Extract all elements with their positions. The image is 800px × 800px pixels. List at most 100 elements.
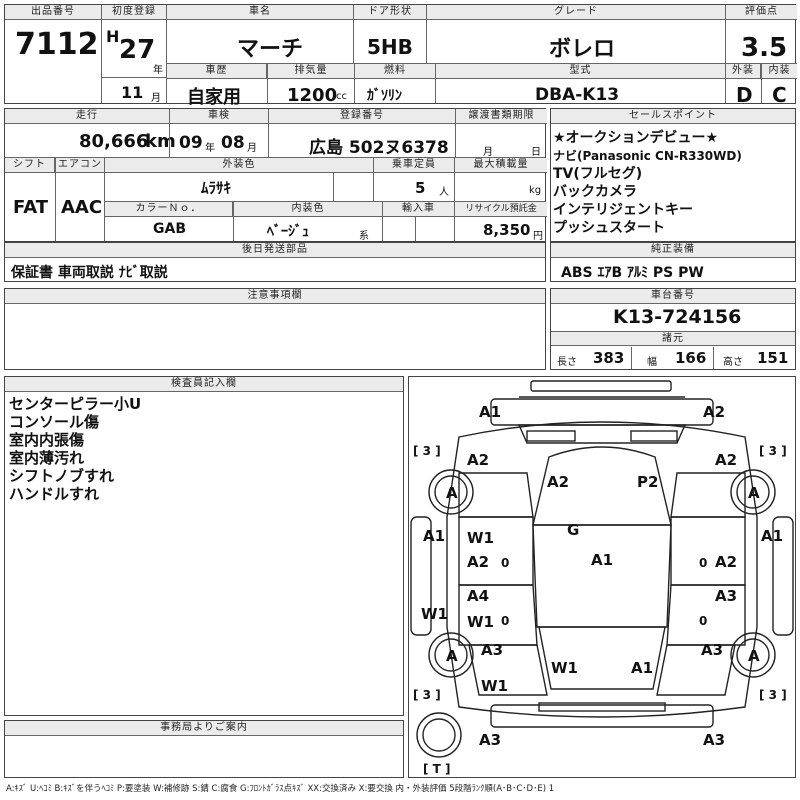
mark-a1-b: A1 (631, 659, 653, 677)
door-handle-l2: 0 (501, 614, 509, 628)
score: 3.5 (741, 33, 788, 63)
vehicle-info-section: 走行 80,666 km 車検 09 年 08 月 登録番号 広島 502ヌ63… (4, 108, 547, 242)
first-reg-month: 11 (121, 83, 144, 102)
month-unit: 月 (151, 93, 161, 104)
year-unit: 年 (153, 65, 163, 76)
era: H (106, 27, 120, 46)
capacity-unit: 人 (439, 187, 449, 198)
first-reg-label: 初度登録 (102, 5, 166, 20)
mark-a2-c: A2 (547, 473, 569, 491)
tire-rr-grade: A (748, 647, 760, 665)
reg-no-label: 登録番号 (269, 109, 455, 124)
model: DBA-K13 (535, 85, 620, 105)
door-label: ドア形状 (354, 5, 426, 20)
color-no: GAB (153, 221, 186, 237)
list-item: 室内内張傷 (9, 431, 85, 449)
car-diagram-section: A1 A2 A2 A2 A2 P2 G A1 W1 A2 A2 A1 A1 A4… (408, 376, 796, 778)
color-no-label: カラーＮｏ． (105, 202, 233, 217)
interior-label: 内装 (762, 64, 797, 79)
mark-w1-l: W1 (467, 529, 494, 547)
recycle-fee: 8,350 (483, 221, 531, 239)
length: 383 (593, 349, 625, 367)
equipment-section: 純正装備 ABS ｴｱB ｱﾙﾐ PS PW (550, 242, 796, 282)
door-handle-r2: 0 (699, 614, 707, 628)
parts-value: 保証書 車両取説 ﾅﾋﾞ取説 (11, 265, 168, 281)
history-label: 車歴 (167, 64, 267, 79)
spec-label: 諸元 (551, 331, 795, 346)
door-handle-l: 0 (501, 556, 509, 570)
door-handle-r: 0 (699, 556, 707, 570)
interior-grade: C (772, 83, 787, 107)
office-label: 事務局よりご案内 (5, 721, 403, 736)
chassis-number: K13-724156 (613, 306, 742, 328)
mark-a2-rd: A2 (715, 553, 737, 571)
mark-a3-r: A3 (715, 587, 737, 605)
max-load-unit: kg (529, 185, 542, 196)
mark-a3-l: A3 (481, 641, 503, 659)
ext-color: ﾑﾗｻｷ (201, 179, 232, 197)
insp-month: 08 (221, 133, 245, 153)
inspector-section: 検査員記入欄 センターピラー小U コンソール傷 室内内張傷 室内薄汚れ シフトノ… (4, 376, 404, 716)
mark-a2-tr: A2 (703, 403, 725, 421)
height: 151 (757, 349, 789, 367)
transfer-month: 月 (483, 147, 493, 158)
ext-color-label: 外装色 (105, 158, 373, 173)
transfer-day: 日 (531, 147, 541, 158)
inspection-label: 車検 (170, 109, 268, 124)
mark-w1-l2: W1 (467, 613, 494, 631)
displacement-label: 排気量 (268, 64, 354, 79)
grade: ボレロ (549, 37, 616, 62)
air-conditioner: AAC (61, 197, 103, 218)
fuel-label: 燃料 (355, 64, 435, 79)
parts-section: 後日発送部品 保証書 車両取説 ﾅﾋﾞ取説 (4, 242, 546, 282)
height-label: 高さ (723, 357, 743, 368)
mileage-unit: km (145, 131, 176, 152)
tire-fr-grade: A (748, 484, 760, 502)
mark-a3-bl: A3 (479, 731, 501, 749)
mileage: 80,666 (79, 131, 149, 152)
sales-points-list: ★オークションデビュー★ ナビ(Panasonic CN-R330WD) TV(… (553, 129, 742, 237)
lot-no: 7112 (15, 27, 99, 62)
mark-a2-l: A2 (467, 451, 489, 469)
fuel: ｶﾞｿﾘﾝ (367, 88, 402, 104)
model-label: 型式 (436, 64, 725, 79)
list-item: TV(フルセグ) (553, 166, 643, 182)
max-load-label: 最大積載量 (455, 158, 547, 173)
list-item: バックカメラ (553, 184, 637, 200)
tread-spare: [ T ] (423, 762, 451, 776)
transfer-label: 譲渡書類期限 (456, 109, 547, 124)
car-name: マーチ (237, 37, 304, 62)
ac-label: エアコン (56, 158, 104, 173)
sales-points-section: セールスポイント ★オークションデビュー★ ナビ(Panasonic CN-R3… (550, 108, 796, 242)
displacement-unit: cc (336, 91, 347, 102)
mark-a2-r: A2 (715, 451, 737, 469)
mark-a4: A4 (467, 587, 489, 605)
list-item: プッシュスタート (553, 220, 665, 236)
mark-w1-ls: W1 (421, 605, 448, 623)
list-item: ハンドルすれ (9, 485, 100, 503)
legend: A:ｷｽﾞ U:ﾍｺﾐ B:ｷｽﾞを伴うﾍｺﾐ P:要塗装 W:補修跡 S:錆 … (6, 784, 555, 794)
int-color-label: 内装色 (234, 202, 382, 217)
list-item: センターピラー小U (9, 395, 142, 413)
recycle-unit: 円 (533, 231, 543, 242)
mark-a1-tl: A1 (479, 403, 501, 421)
displacement: 1200 (287, 85, 338, 106)
exterior-label: 外装 (726, 64, 761, 79)
chassis-section: 車台番号 K13-724156 諸元 長さ 383 幅 166 高さ 151 (550, 288, 796, 370)
reg-no: 広島 502ヌ6378 (309, 138, 449, 158)
mark-p2: P2 (637, 473, 658, 491)
list-item: コンソール傷 (9, 413, 100, 431)
mark-a1-rs: A1 (761, 527, 783, 545)
tread-fl: [ 3 ] (413, 444, 441, 458)
int-color: ﾍﾞｰｼﾞｭ (267, 224, 309, 240)
mark-a1-ls: A1 (423, 527, 445, 545)
door-type: 5HB (367, 35, 413, 59)
int-color-unit: 系 (359, 231, 369, 242)
car-name-label: 車名 (167, 5, 353, 20)
list-item: インテリジェントキー (553, 202, 693, 218)
grade-label: グレード (427, 5, 725, 20)
recycle-label: リサイクル預託金 (455, 202, 547, 217)
insp-year-unit: 年 (205, 143, 215, 154)
mark-a3-br: A3 (703, 731, 725, 749)
lot-no-label: 出品番号 (5, 5, 101, 20)
